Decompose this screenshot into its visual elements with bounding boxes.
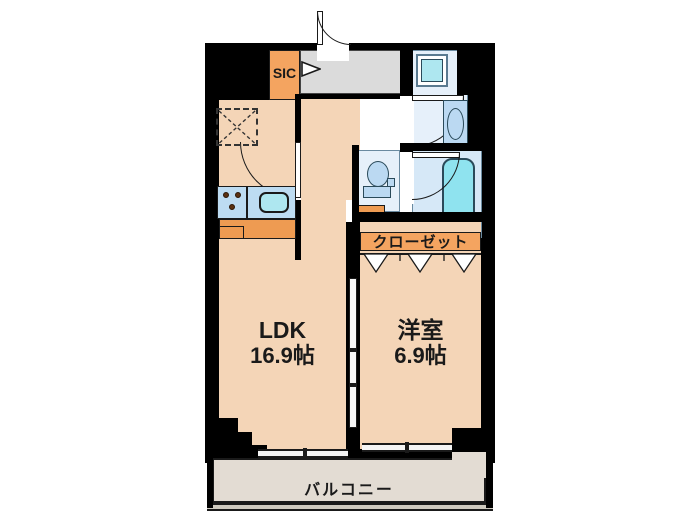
kitchen-stove — [217, 186, 248, 219]
wall-corridor-toilet — [352, 145, 359, 220]
balcony-door-ldk-joint — [303, 448, 307, 459]
shoe-in-closet[interactable] — [269, 50, 300, 100]
wall-block-upper-right-2 — [468, 50, 495, 148]
bathroom-door-opening — [400, 152, 414, 204]
sliding-partition[interactable] — [349, 278, 357, 428]
kitchen-sink — [259, 192, 289, 213]
closet-label: クローゼット — [372, 234, 469, 251]
wall-hall-corridor — [300, 94, 412, 99]
bedroom-label: 洋室 6.9帖 — [360, 317, 481, 368]
stove-burner-3 — [229, 204, 235, 210]
sic-label: SIC — [272, 65, 297, 81]
wash-basin-bowl — [447, 108, 464, 140]
bedroom-name: 洋室 — [397, 317, 444, 343]
balcony — [212, 458, 486, 503]
bedroom-size: 6.9帖 — [394, 342, 447, 368]
kitchen-cabinet-front-lower — [219, 226, 244, 239]
ldk-name: LDK — [258, 317, 307, 343]
balcony-label: バルコニー — [304, 482, 394, 499]
corridor-lower — [300, 200, 346, 260]
toilet-tank-icon — [363, 186, 391, 198]
toilet-paper-holder-icon — [387, 178, 395, 187]
entrance-doorway — [317, 43, 349, 61]
closet-hangers-icon — [362, 253, 478, 274]
balcony-extension-right — [452, 452, 486, 478]
wall-corridor-right-2 — [400, 143, 413, 152]
balcony-railing — [207, 503, 493, 511]
wall-bath-bottom — [352, 212, 495, 222]
washing-machine-space — [416, 54, 448, 87]
washroom-door-opening — [400, 95, 414, 147]
wall-balcony-right — [486, 452, 493, 508]
washing-machine-drum-icon — [421, 59, 443, 82]
corridor — [300, 94, 360, 200]
appliance-space-cross-icon — [218, 110, 256, 144]
ldk-size: 16.9帖 — [250, 342, 315, 368]
stove-burner-1 — [223, 192, 229, 198]
wall-ldk-corridor-lower — [295, 200, 301, 260]
wall-washroom-bottom — [400, 143, 495, 151]
wall-balcony-left — [207, 458, 213, 508]
wall-left — [205, 43, 219, 463]
appliance-space-box — [216, 108, 258, 146]
closet[interactable] — [360, 232, 481, 251]
sliding-partition-joint-1 — [349, 348, 357, 352]
toilet-bowl-icon — [367, 161, 389, 187]
ldk-label: LDK 16.9帖 — [219, 317, 346, 368]
stove-burner-2 — [235, 192, 241, 198]
sliding-partition-joint-2 — [349, 383, 357, 387]
balcony-door-bedroom-joint — [405, 442, 409, 453]
wall-corridor-right — [400, 50, 413, 96]
entrance-step-arrow-icon — [301, 60, 321, 78]
wall-ldk-corridor — [295, 94, 301, 142]
